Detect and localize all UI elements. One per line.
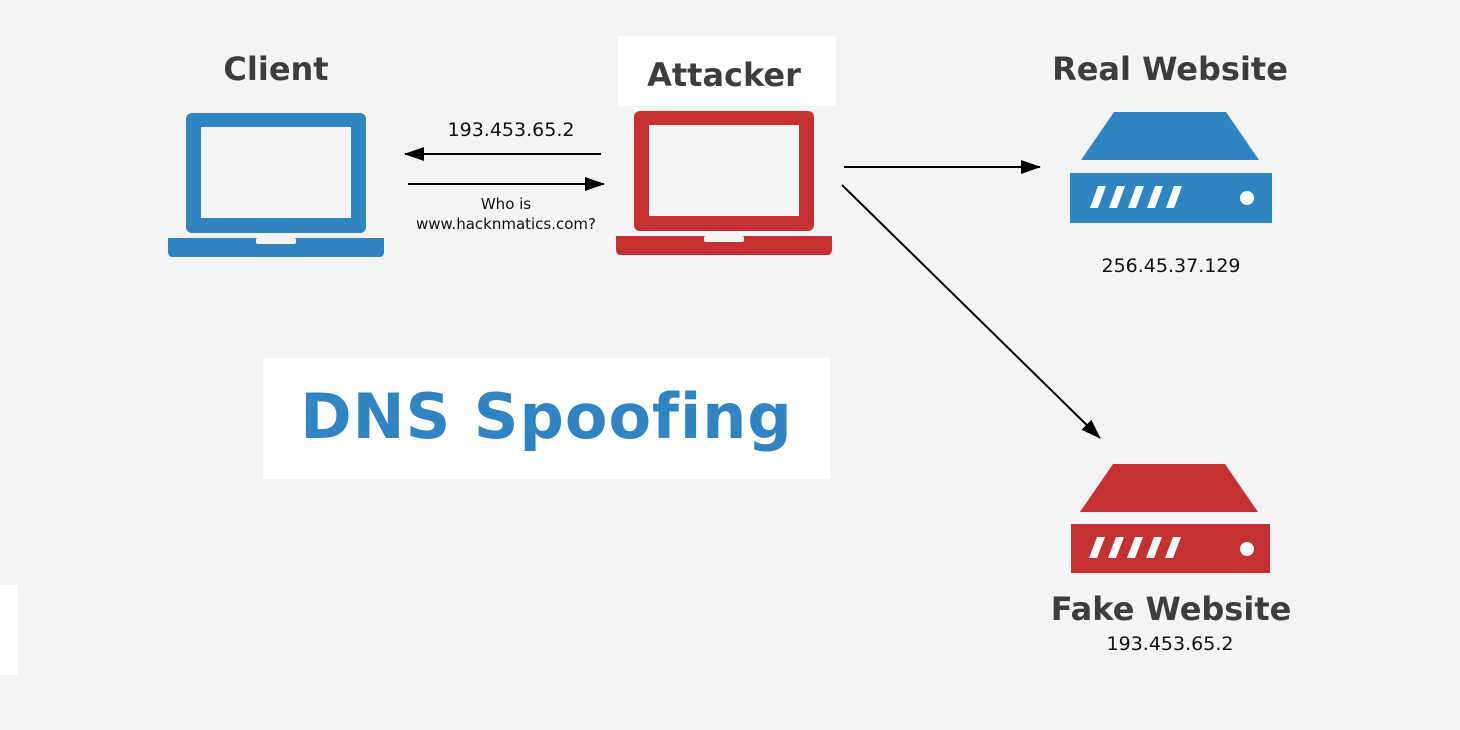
edge-label-attacker-to-client: 193.453.65.2 xyxy=(447,119,575,141)
attacker-label: Attacker xyxy=(647,56,801,94)
fake-website-ip: 193.453.65.2 xyxy=(1106,633,1234,655)
attacker-laptop-icon xyxy=(616,111,832,255)
real-website-server-icon xyxy=(1070,112,1272,223)
query-line-1: Who is xyxy=(480,195,532,213)
fake-website-server-icon xyxy=(1071,464,1270,573)
query-line-2: www.hacknmatics.com? xyxy=(415,215,597,233)
real-website-label: Real Website xyxy=(1052,50,1288,88)
real-website-ip: 256.45.37.129 xyxy=(1101,255,1241,277)
diagram-title: DNS Spoofing xyxy=(300,380,793,453)
client-laptop-icon xyxy=(168,113,384,257)
background-patch xyxy=(0,585,18,675)
fake-website-label: Fake Website xyxy=(1050,590,1292,628)
edge-label-client-to-attacker: Who is www.hacknmatics.com? xyxy=(416,194,596,234)
background-patch xyxy=(618,36,836,106)
title-banner: DNS Spoofing xyxy=(263,358,830,479)
client-label: Client xyxy=(223,50,329,88)
arrow-attacker-to-fake-website xyxy=(841,184,1101,439)
